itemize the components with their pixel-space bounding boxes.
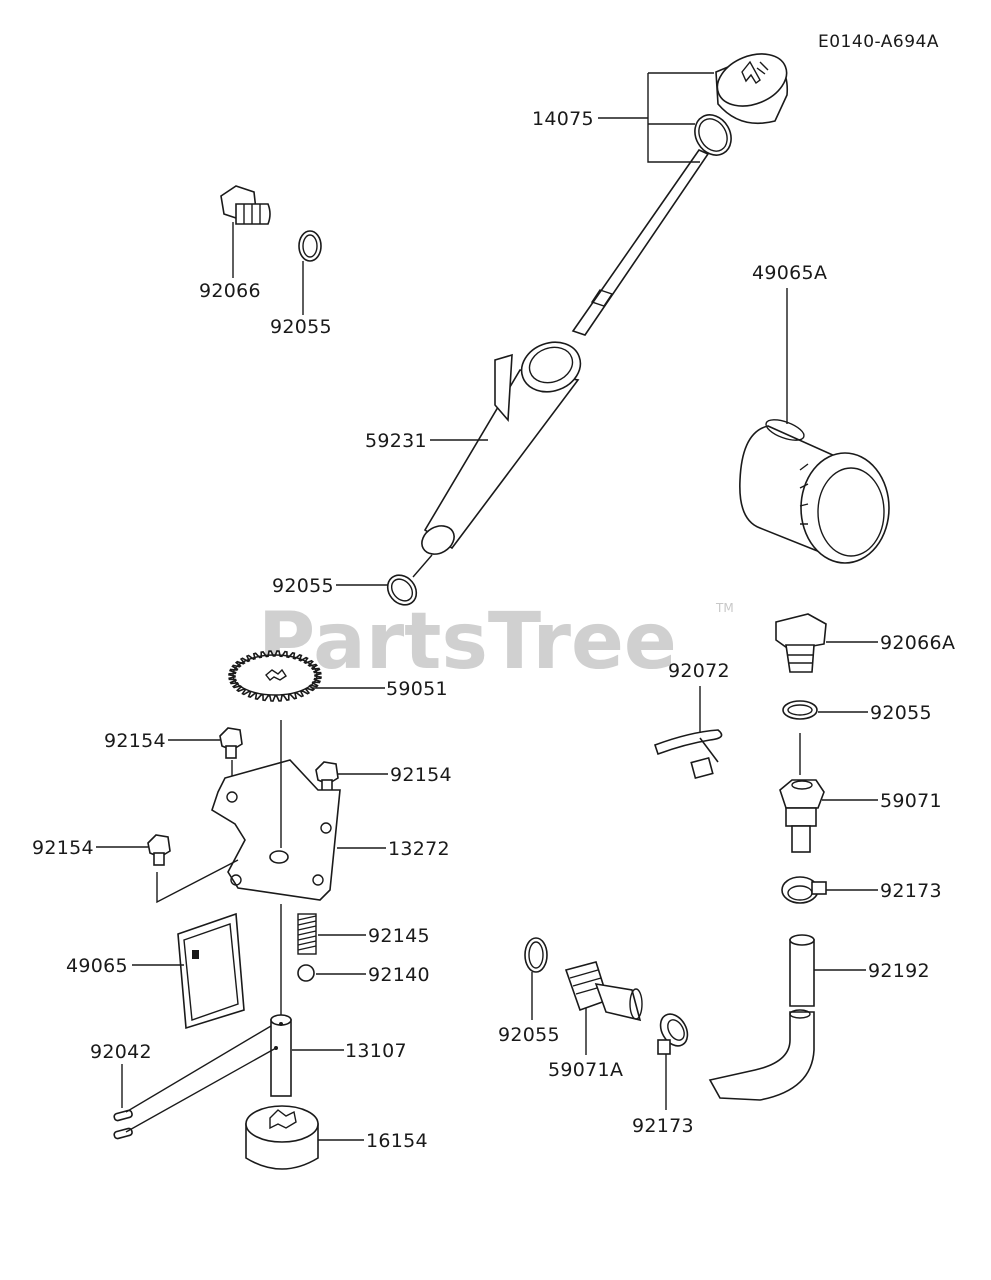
relief-spring-part[interactable] [297,913,317,955]
label-92042[interactable]: 92042 [90,1041,152,1063]
label-92055-right[interactable]: 92055 [870,702,932,724]
label-59231[interactable]: 59231 [365,430,427,452]
label-92055-top[interactable]: 92055 [270,316,332,338]
label-49065A[interactable]: 49065A [752,262,827,284]
dipstick-cap-part[interactable] [571,44,794,336]
label-49065[interactable]: 49065 [66,955,128,977]
plug-part-92066A[interactable] [775,613,827,673]
label-92192[interactable]: 92192 [868,960,930,982]
diagram-code: E0140-A694A [818,32,939,52]
label-92154-a[interactable]: 92154 [104,730,166,752]
bolt-part-92154-b[interactable] [315,761,339,793]
label-59071[interactable]: 59071 [880,790,942,812]
filler-tube-part[interactable] [417,334,588,560]
label-92055-bottom[interactable]: 92055 [498,1024,560,1046]
label-92154-c[interactable]: 92154 [32,837,94,859]
fitting-part-59071A[interactable] [564,961,643,1022]
o-ring-part-92055-bottom[interactable] [524,937,548,973]
label-13107[interactable]: 13107 [345,1040,407,1062]
label-92145[interactable]: 92145 [368,925,430,947]
bolt-part-92154-c[interactable] [147,834,171,866]
o-ring-part-92055-right[interactable] [782,700,818,720]
relief-ball-part[interactable] [297,964,315,982]
watermark: PartsTree [258,597,677,687]
drain-hose-part[interactable] [708,934,815,1101]
oil-filter-part[interactable] [739,416,890,564]
hose-clamp-part-92173-a[interactable] [781,876,827,904]
label-14075[interactable]: 14075 [532,108,594,130]
watermark-trademark: TM [715,601,734,615]
hose-clamp-part-92173-b[interactable] [655,1009,693,1055]
label-59071A[interactable]: 59071A [548,1059,623,1081]
oil-pump-gear-part[interactable] [228,650,322,702]
oil-screen-part[interactable] [177,912,245,1030]
label-92173-b[interactable]: 92173 [632,1115,694,1137]
bolt-part-92154-a[interactable] [219,727,243,759]
label-92154-b[interactable]: 92154 [390,764,452,786]
pump-cover-plate-part[interactable] [211,759,341,901]
label-13272[interactable]: 13272 [388,838,450,860]
label-92072[interactable]: 92072 [668,660,730,682]
label-92173-a[interactable]: 92173 [880,880,942,902]
pump-shaft-part[interactable] [270,1014,292,1097]
pump-rotor-part[interactable] [245,1105,319,1170]
label-92055-tube[interactable]: 92055 [272,575,334,597]
o-ring-part-92055-tube[interactable] [382,569,422,610]
label-92140[interactable]: 92140 [368,964,430,986]
cable-tie-part[interactable] [653,729,723,780]
label-59051[interactable]: 59051 [386,678,448,700]
fitting-part-59071[interactable] [779,779,825,853]
label-92066[interactable]: 92066 [199,280,261,302]
pin-part-92042[interactable] [113,1109,133,1140]
label-16154[interactable]: 16154 [366,1130,428,1152]
o-ring-part-92055-top[interactable] [298,230,322,262]
label-92066A[interactable]: 92066A [880,632,955,654]
drain-plug-part[interactable] [220,185,271,225]
